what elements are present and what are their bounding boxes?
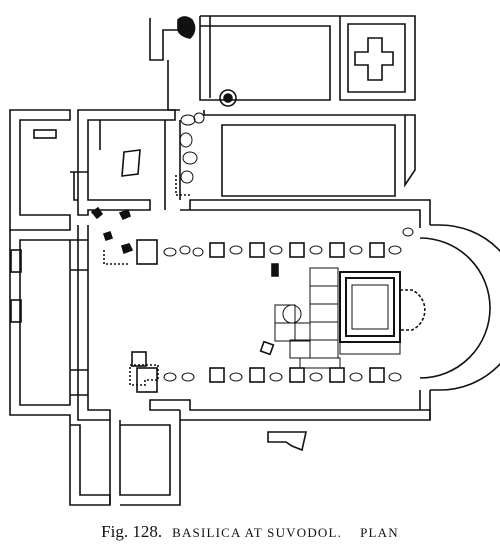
apse-inner: [419, 237, 491, 379]
basilica-outer-walls: [9, 199, 431, 506]
altar-recess: [400, 289, 426, 331]
column-marker: [271, 263, 279, 277]
south-arcade-piers: [136, 367, 385, 393]
figure-title: BASILICA AT SUVODOL.: [172, 525, 343, 540]
corridor-stones: [179, 112, 205, 184]
pillar-base-south: [131, 351, 147, 367]
small-block: [259, 340, 275, 356]
figure-caption: Fig. 128. BASILICA AT SUVODOL. PLAN: [0, 522, 500, 542]
north-arcade-piers: [136, 239, 385, 265]
well-outer: [219, 89, 237, 107]
west-rooms-walls: [9, 109, 181, 231]
dashed-foundation: [103, 250, 130, 265]
well-inner: [223, 93, 233, 103]
rubble: [90, 206, 134, 255]
sanctuary-enclosure: [339, 271, 401, 343]
figure-number: Fig. 128.: [101, 522, 163, 541]
west-window-1: [10, 249, 22, 273]
north-annex-walls: [149, 15, 416, 197]
floor-plan-drawing: [9, 15, 500, 506]
cross-monument: [354, 37, 394, 81]
west-window-2: [10, 299, 22, 323]
figure-subtitle: PLAN: [360, 525, 399, 540]
narthex-piers: [70, 171, 88, 396]
tablet-stone: [121, 149, 141, 177]
dashed-foundation-south: [129, 364, 159, 386]
north-blob: [177, 16, 196, 39]
apse: [430, 224, 500, 391]
south-entrance-step: [267, 431, 307, 452]
bench-stone: [33, 129, 57, 139]
paving-stones: [274, 267, 401, 369]
dashed-doorway: [175, 175, 190, 196]
arcade-stones-south: [163, 372, 402, 382]
arcade-stones-north: [163, 227, 414, 257]
